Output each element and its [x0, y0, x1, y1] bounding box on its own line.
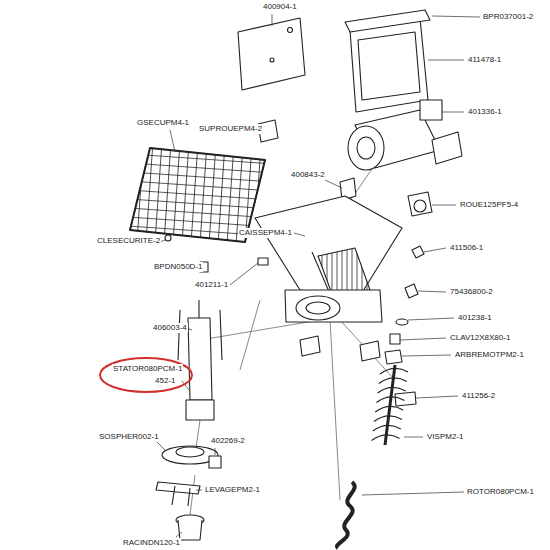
part-label: LEVAGEPM2-1: [204, 485, 261, 495]
screw-flight: [378, 387, 406, 393]
part-label: 400904-1: [262, 2, 298, 12]
part-label: ARBREMOTPM2-1: [454, 350, 525, 360]
part-label: 400843-2: [290, 170, 326, 180]
part-label: STATOR080PCM-1: [112, 364, 183, 374]
part-label: 411478-1: [467, 55, 502, 65]
part-label: GSECUPM4-1: [136, 118, 190, 128]
part-label: 411256-2: [461, 391, 496, 401]
screw-flight: [376, 397, 404, 403]
part-label: 401211-1: [194, 280, 229, 290]
part-label: BPR037001-2: [482, 12, 534, 22]
part-label: CAISSEPM4-1: [238, 228, 293, 238]
screw-flight: [375, 406, 403, 412]
part-label: 401238-1: [457, 313, 493, 323]
screw-flight: [373, 425, 401, 431]
part-label: SOSPHER002-1: [98, 432, 160, 442]
part-label: 411506-1: [449, 243, 484, 253]
part-label: 401336-1: [467, 107, 503, 117]
part-label: CLESECURITE-2: [96, 236, 161, 246]
part-label: ROTOR080PCM-1: [466, 487, 535, 497]
part-label: VISPM2-1: [426, 432, 464, 442]
part-label: 452-1: [154, 376, 176, 386]
part-label: BPDN050D-1: [153, 262, 203, 272]
screw-flight: [374, 416, 402, 422]
screw-flight: [372, 435, 400, 441]
part-label: ROUE125PF5-4: [459, 200, 519, 210]
part-label: 406003-4: [152, 323, 188, 333]
part-label: SUPROUEPM4-2: [198, 124, 263, 134]
screw-flight: [379, 378, 407, 384]
part-label: RACINDN120-1: [122, 538, 181, 548]
part-label: 75436800-2: [449, 287, 494, 297]
part-label: CLAV12X8X80-1: [449, 333, 511, 343]
screw-flight: [380, 368, 408, 374]
part-label: 402269-2: [210, 436, 246, 446]
